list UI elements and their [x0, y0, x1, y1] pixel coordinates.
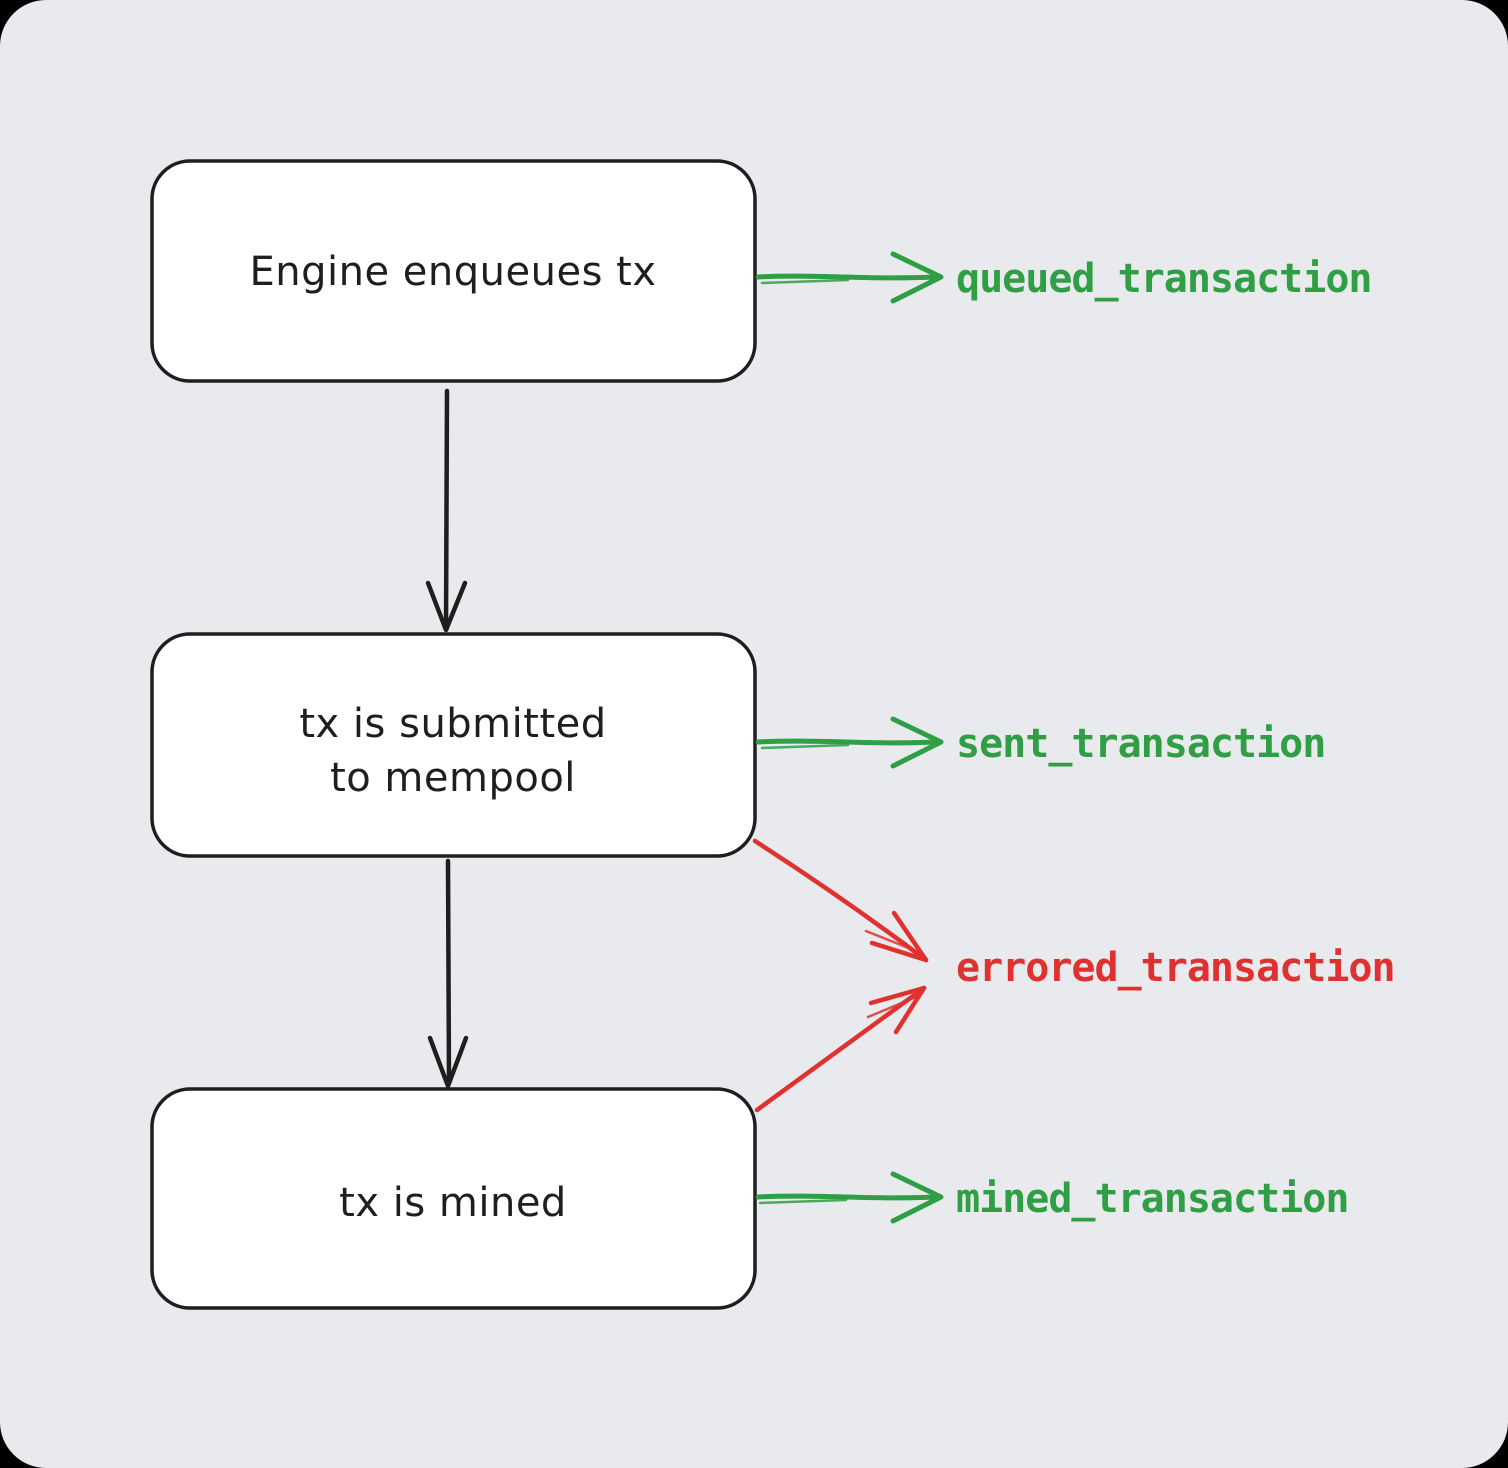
node-tx-is-mined-label: tx is mined [339, 1180, 567, 1226]
event-mined-transaction-label: mined_transaction [956, 1176, 1348, 1222]
arrow-mined-to-errored [754, 985, 927, 1113]
event-queued-transaction-label: queued_transaction [956, 256, 1371, 302]
event-errored-transaction-label: errored_transaction [956, 945, 1395, 991]
arrow-queued-transaction [755, 251, 944, 304]
arrow-enqueue-to-mempool [425, 388, 468, 633]
node-tx-submitted-to-mempool [150, 632, 757, 858]
arrow-mempool-to-mined [427, 858, 469, 1089]
node-tx-is-mined [150, 1087, 757, 1310]
node-tx-submitted-label-line2: to mempool [330, 755, 576, 801]
arrow-sent-transaction [755, 716, 944, 769]
arrow-mined-transaction [755, 1171, 944, 1224]
node-engine-enqueues-tx [150, 159, 757, 383]
node-engine-enqueues-tx-label: Engine enqueues tx [250, 249, 657, 295]
node-tx-submitted-label-line1: tx is submitted [299, 701, 606, 747]
arrow-mempool-to-errored [752, 838, 929, 963]
event-sent-transaction-label: sent_transaction [956, 721, 1325, 767]
